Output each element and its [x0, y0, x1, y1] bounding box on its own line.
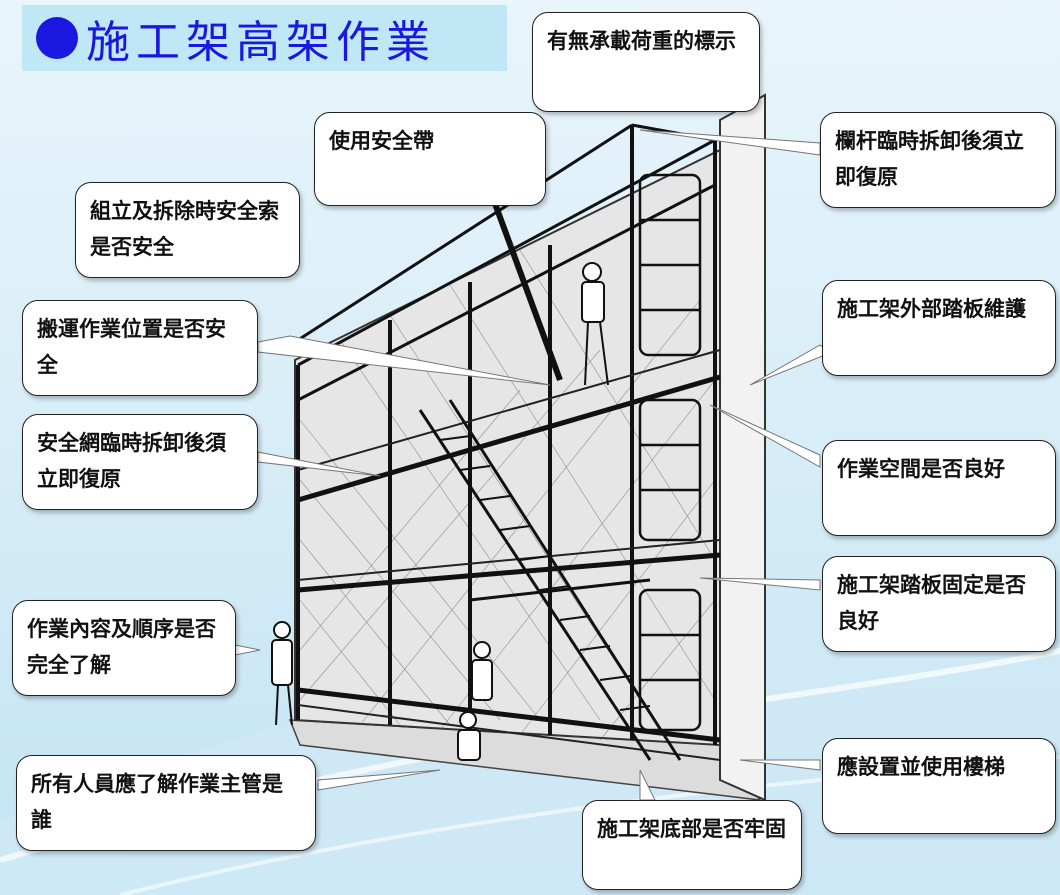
callout-base: 施工架底部是否牢固 [582, 800, 802, 890]
callout-load-sign: 有無承載荷重的標示 [532, 12, 760, 112]
callout-transport: 搬運作業位置是否安全 [22, 300, 258, 396]
callout-work-space: 作業空間是否良好 [822, 440, 1056, 536]
bullet-icon [36, 17, 78, 59]
callout-supervisor: 所有人員應了解作業主管是誰 [16, 755, 316, 851]
callout-work-content: 作業內容及順序是否完全了解 [12, 600, 236, 696]
callout-railing: 欄杆臨時拆卸後須立即復原 [820, 112, 1056, 208]
callout-plank-fixed: 施工架踏板固定是否良好 [822, 556, 1056, 652]
callout-safety-net: 安全網臨時拆卸後須立即復原 [22, 414, 258, 510]
callout-ladder: 應設置並使用樓梯 [822, 738, 1056, 834]
title-banner: 施工架高架作業 [22, 5, 507, 71]
page-title: 施工架高架作業 [86, 17, 436, 68]
callout-outer-plank: 施工架外部踏板維護 [822, 280, 1056, 376]
callout-assembly-rope: 組立及拆除時安全索是否安全 [75, 182, 300, 278]
callout-safety-belt: 使用安全帶 [314, 112, 546, 206]
